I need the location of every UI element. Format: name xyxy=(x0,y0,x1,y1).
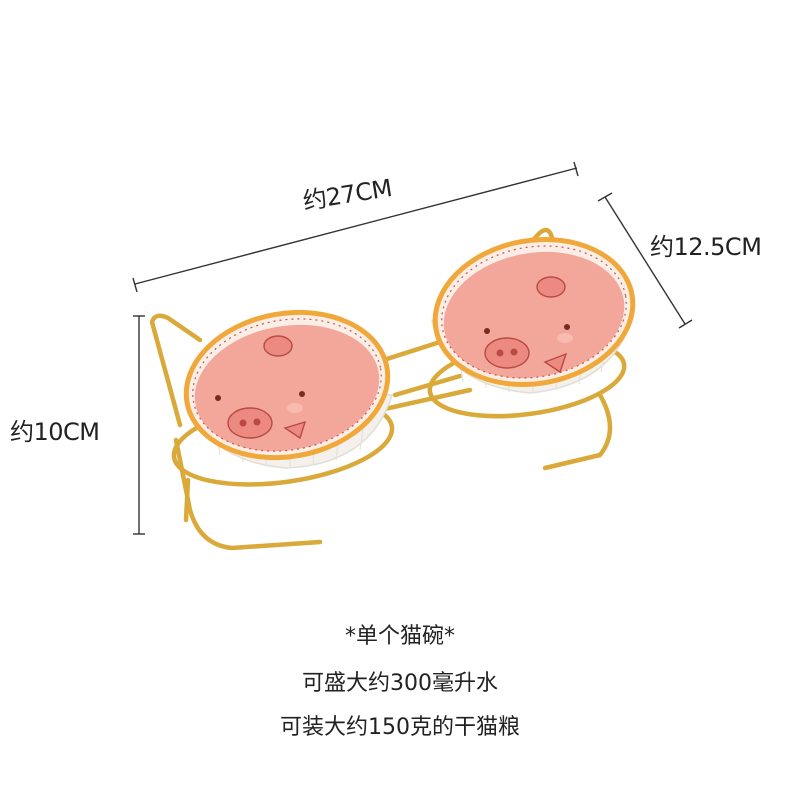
height-dimension-line xyxy=(133,315,145,535)
depth-dimension-label: 约12.5CM xyxy=(650,233,762,261)
dimension-lines xyxy=(132,161,693,535)
width-dimension-line xyxy=(132,161,579,293)
right-bowl-pig-eye xyxy=(564,324,570,330)
height-dimension-label: 约10CM xyxy=(10,418,100,446)
caption-food-capacity: 可装大约150克的干猫粮 xyxy=(280,715,520,740)
depth-dimension-line xyxy=(597,192,693,329)
right-bowl-pig xyxy=(484,276,568,374)
caption-single-bowl: *单个猫碗* xyxy=(344,624,455,649)
left-bowl-pig-eye xyxy=(215,395,221,401)
right-bowl xyxy=(431,237,636,394)
left-bowl-pig-eye xyxy=(299,391,305,397)
caption-water-capacity: 可盛大约300毫升水 xyxy=(302,671,498,696)
left-bowl-pig xyxy=(227,335,307,440)
left-bowl xyxy=(183,309,394,469)
right-bowl-pig-eye xyxy=(484,328,490,334)
